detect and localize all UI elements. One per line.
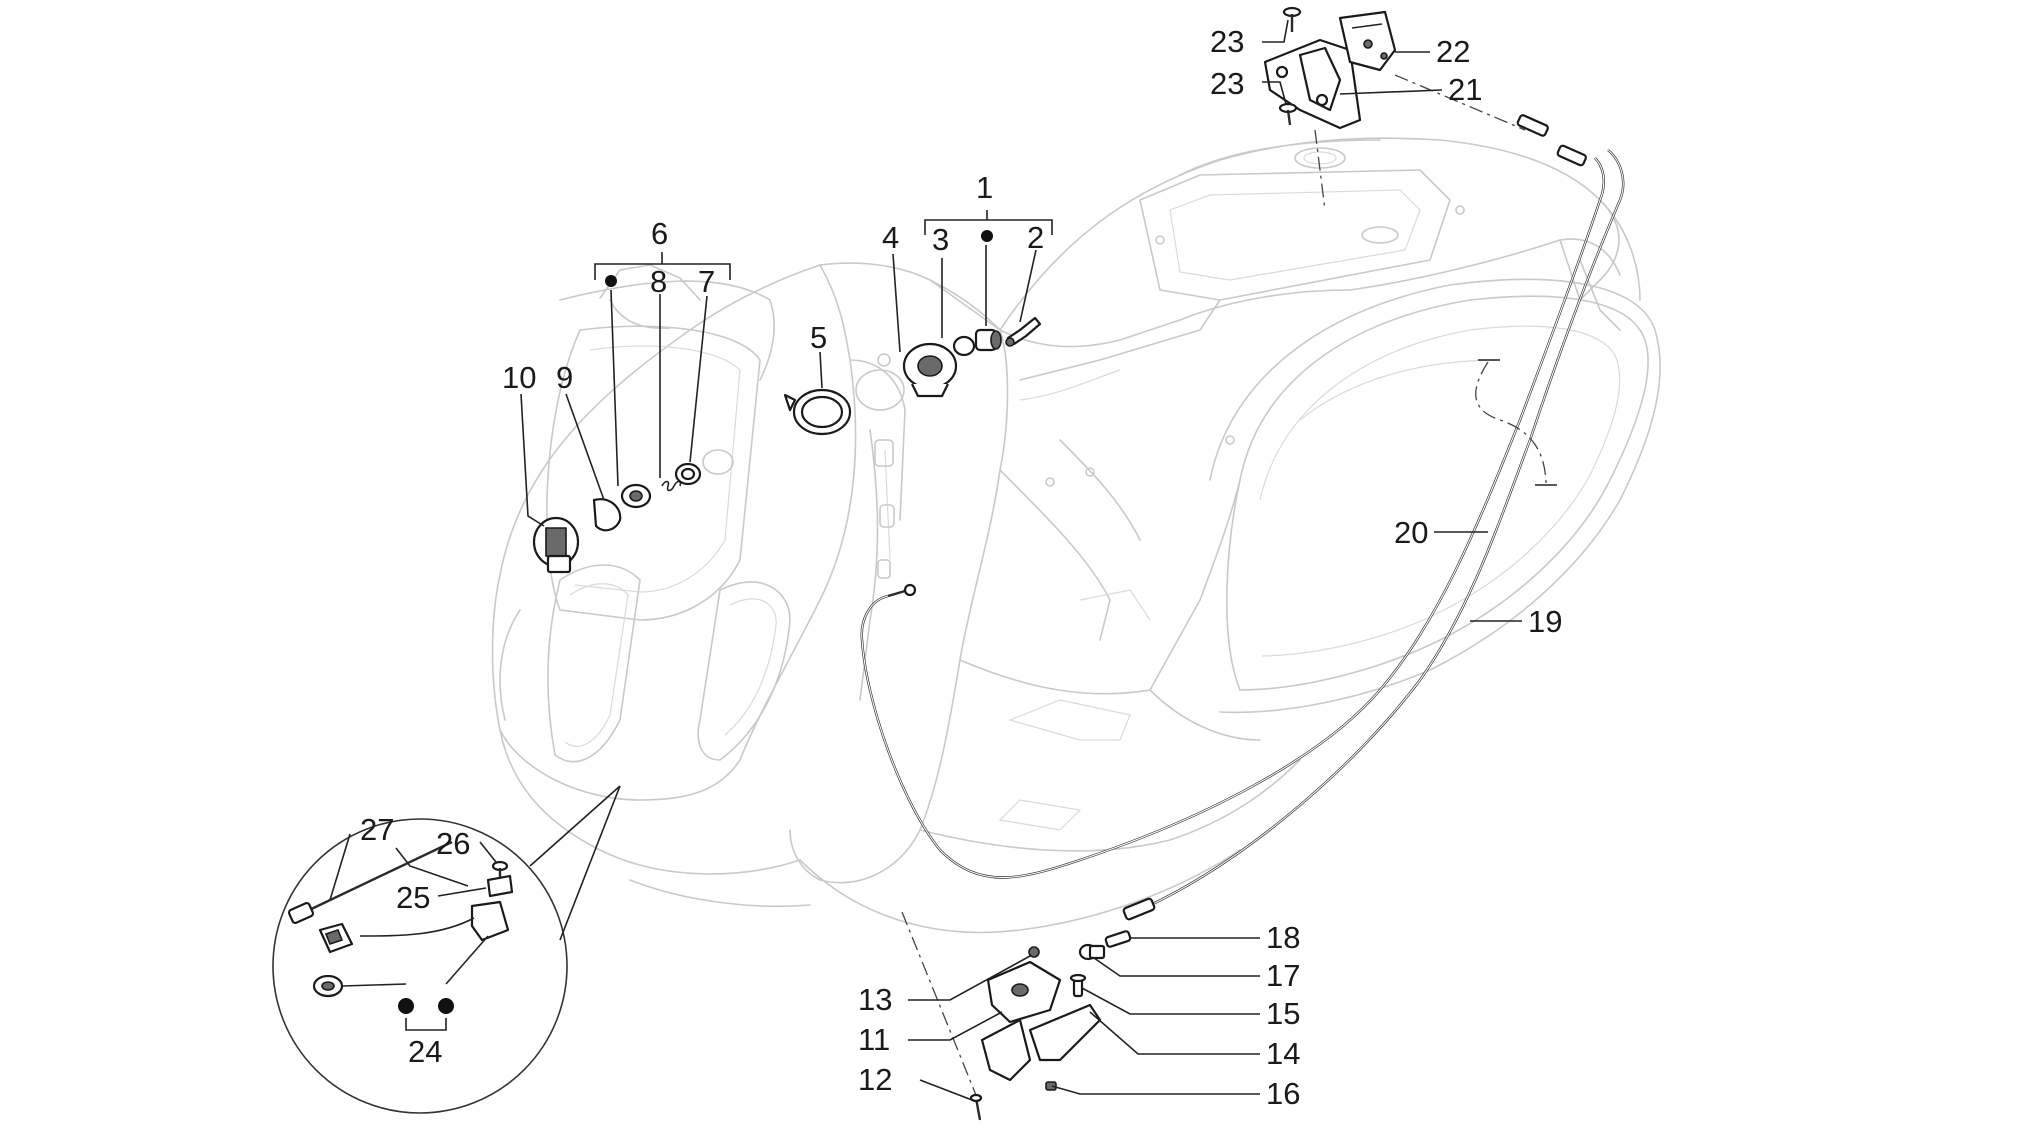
bullets <box>398 230 993 1014</box>
callout-labels: 1 2 3 4 5 6 7 8 9 10 11 12 13 14 15 16 1… <box>360 24 1562 1111</box>
label-21: 21 <box>1448 72 1482 107</box>
scooter-body-outline <box>491 137 1661 934</box>
label-20: 20 <box>1394 515 1428 550</box>
lock-ring-5 <box>783 388 852 436</box>
label-2: 2 <box>1027 220 1044 255</box>
screw-12 <box>969 1093 983 1121</box>
ignition-ring-3 <box>952 335 976 357</box>
label-11: 11 <box>858 1022 890 1057</box>
washer-6 <box>674 462 702 486</box>
label-26: 26 <box>436 826 470 861</box>
ignition-housing-4 <box>902 342 958 398</box>
label-4: 4 <box>882 220 899 255</box>
label-25: 25 <box>396 880 430 915</box>
switch-mount-hole <box>702 449 734 475</box>
cable-20 <box>860 157 1605 879</box>
label-14: 14 <box>1266 1036 1300 1071</box>
cable-end-18 <box>1104 930 1132 948</box>
cable-break-marks <box>1475 359 1557 486</box>
switch-body-8 <box>620 483 652 509</box>
relay-24 <box>318 900 510 954</box>
label-9: 9 <box>556 360 573 395</box>
spring-7 <box>661 480 682 492</box>
label-18: 18 <box>1266 920 1300 955</box>
latch-bracket-16 <box>980 1018 1057 1091</box>
key-2 <box>1005 316 1042 347</box>
label-23-top: 23 <box>1210 24 1244 59</box>
label-8: 8 <box>650 264 667 299</box>
label-27: 27 <box>360 812 394 847</box>
screw-23-bottom <box>1278 102 1298 126</box>
latch-axis <box>901 911 981 1106</box>
lock-cylinder-1 <box>974 328 1002 352</box>
leader-lines <box>329 19 1522 1101</box>
screw-15 <box>1069 973 1087 998</box>
label-3: 3 <box>932 222 949 257</box>
label-7: 7 <box>698 264 715 299</box>
cable-tie-27 <box>287 840 453 925</box>
grommet-24 <box>312 974 344 998</box>
label-13: 13 <box>858 982 892 1017</box>
cable-end-axis <box>1394 74 1526 131</box>
label-12: 12 <box>858 1062 892 1097</box>
label-22: 22 <box>1436 34 1470 69</box>
cable-end-fittings <box>1516 114 1587 167</box>
label-17: 17 <box>1266 958 1300 993</box>
switch-cap-9 <box>592 498 622 532</box>
screw-23-top <box>1282 6 1302 32</box>
label-19: 19 <box>1528 604 1562 639</box>
label-15: 15 <box>1266 996 1300 1031</box>
label-24: 24 <box>408 1034 442 1069</box>
cable-19 <box>1122 149 1625 921</box>
label-16: 16 <box>1266 1076 1300 1111</box>
lock-mount-hole <box>855 369 905 411</box>
clip-25 <box>486 874 514 898</box>
switch-bezel-10 <box>532 516 580 574</box>
seat-hinge-22 <box>1338 10 1397 72</box>
screw-13 <box>1028 946 1040 958</box>
bushing-17 <box>1078 943 1106 961</box>
label-23-bottom: 23 <box>1210 66 1244 101</box>
latch-body-11 <box>986 960 1062 1024</box>
screw-26 <box>491 860 509 878</box>
seat-hinge-bracket-21 <box>1263 38 1362 130</box>
latch-plate-14 <box>1028 1003 1102 1062</box>
label-5: 5 <box>810 320 827 355</box>
label-10: 10 <box>502 360 536 395</box>
hinge-axis <box>1314 129 1326 211</box>
label-6: 6 <box>651 216 668 251</box>
label-1: 1 <box>976 170 993 205</box>
